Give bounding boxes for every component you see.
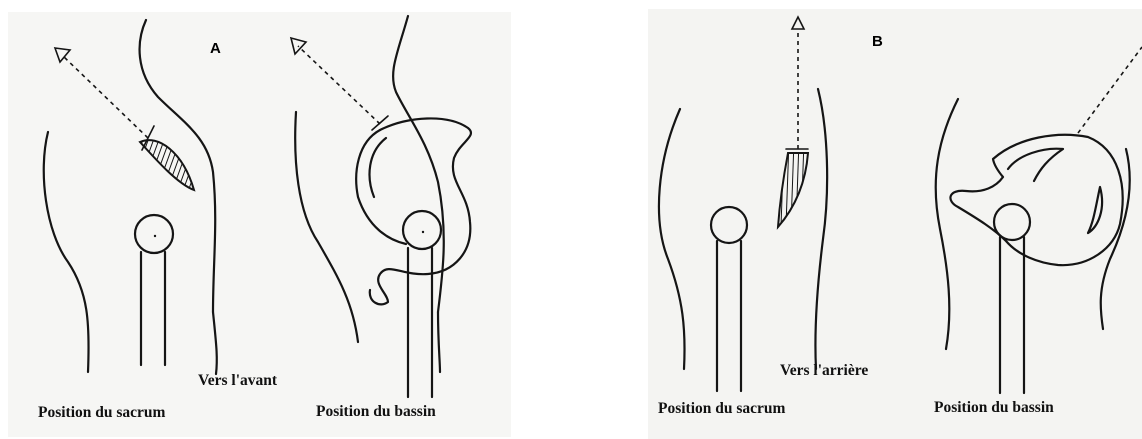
panel-b: B Vers l'arrière Position du sacrum Posi… — [648, 9, 1142, 439]
pelvis-caption: Position du bassin — [316, 403, 436, 421]
arrow-head — [55, 48, 70, 62]
direction-label: Vers l'arrière — [780, 362, 868, 380]
femoral-head — [135, 215, 173, 253]
pelvis-figure-b — [936, 47, 1142, 393]
sacrum-caption: Position du sacrum — [38, 404, 165, 422]
front-contour — [295, 112, 358, 342]
direction-arrow-line — [1078, 47, 1142, 133]
back-contour — [1101, 149, 1130, 329]
panel-letter: B — [872, 33, 883, 50]
pelvic-rim — [370, 138, 386, 197]
sacrum-figure-b — [659, 17, 827, 391]
panel-letter: A — [210, 40, 221, 57]
femoral-head — [994, 204, 1030, 240]
sacrum-shape — [778, 153, 808, 227]
pelvic-inner — [1008, 149, 1063, 181]
back-contour — [393, 16, 444, 312]
front-contour — [659, 109, 685, 369]
panel-b-drawing — [648, 9, 1142, 439]
panel-a: A Vers l'avant Position du sacrum Positi… — [8, 12, 511, 437]
arrow-head — [792, 17, 804, 29]
belly-contour — [438, 312, 440, 372]
direction-label: Vers l'avant — [198, 372, 277, 390]
femoral-head — [403, 211, 441, 249]
sacrum-caption: Position du sacrum — [658, 400, 785, 418]
sacrum-shape — [140, 140, 194, 190]
pelvic-rim — [1088, 187, 1102, 233]
pelvic-inner — [356, 130, 406, 244]
pelvis-caption: Position du bassin — [934, 399, 1054, 417]
belly-contour — [213, 312, 217, 374]
direction-arrow-line — [63, 56, 148, 138]
sacrum-figure-a — [44, 20, 217, 374]
femoral-head — [711, 207, 747, 243]
back-contour — [815, 89, 827, 369]
pelvis-figure-a — [291, 16, 471, 397]
front-contour — [936, 99, 958, 349]
front-contour — [44, 132, 89, 372]
direction-arrow-line — [298, 46, 380, 124]
